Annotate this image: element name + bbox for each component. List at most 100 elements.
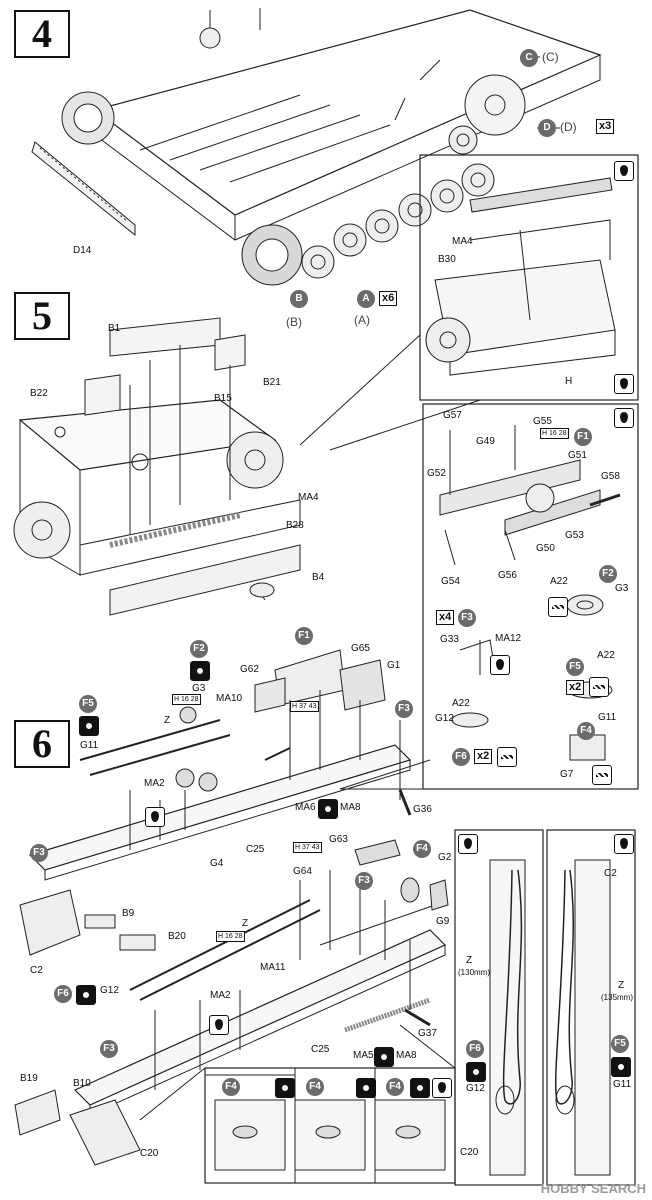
part-d: D [538,119,556,137]
cement-icon [548,597,568,617]
qty-d: x3 [596,119,615,134]
label-g3-a22: A22 [550,576,568,587]
label-g12: G12 [100,985,119,996]
step6-lower-assembly [14,839,449,1166]
label-detail-c2: C2 [604,868,617,879]
label-g4: G4 [210,858,224,869]
rotate-icon [410,1078,430,1098]
label-ma8: MA8 [396,1050,417,1061]
label-g11: G11 [598,712,617,723]
label-g55: G55 [533,416,552,427]
step6-upper-assembly [19,649,412,956]
label-d14: D14 [73,245,92,256]
part-f3: F3 [30,844,48,862]
part-b: B [290,290,308,308]
rotate-icon [275,1078,295,1098]
label-g12-a22: A22 [452,698,470,709]
step-number-4: 4 [14,10,70,58]
cement-icon [497,747,517,767]
label-detail-g11: G11 [613,1079,632,1090]
part-f5: F5 [611,1035,629,1053]
label-inset-b30: B30 [438,254,456,265]
label-c2: C2 [30,965,43,976]
label-g49: G49 [476,436,495,447]
label-g64: G64 [293,866,312,877]
paint-icon [614,374,634,394]
ref-h37-43: H 37 43 [290,701,319,712]
label-b21: B21 [263,377,281,388]
label-g2: G2 [438,852,452,863]
cement-icon [592,765,612,785]
rotate-icon [356,1078,376,1098]
part-a: A [357,290,375,308]
label-ma5: MA5 [353,1050,374,1061]
part-f4: F4 [577,722,595,740]
label-g36: G36 [413,804,432,815]
label-ma12: MA12 [495,633,522,644]
part-f4: F4 [306,1078,324,1096]
rotate-icon [79,716,99,736]
step4-chassis [31,8,602,286]
label-g1: G1 [387,660,401,671]
label-b10: B10 [73,1078,91,1089]
label-inset-h: H [565,376,573,387]
qty-g12: x2 [474,749,493,764]
label-b19: B19 [20,1073,38,1084]
part-f6: F6 [466,1040,484,1058]
part-c-alt: (C) [542,50,559,64]
watermark: HOBBY SEARCH [540,1181,646,1196]
part-f5: F5 [79,695,97,713]
part-f6: F6 [452,748,470,766]
label-detail-135mm: (135mm) [601,993,634,1002]
label-ma8: MA8 [340,802,361,813]
part-f4: F4 [386,1078,404,1096]
label-ma2: MA2 [144,778,165,789]
ref-h16-28: H 16 28 [540,428,569,439]
ref-h16-28: H 16 28 [216,931,245,942]
label-z: Z [242,918,249,929]
rotate-icon [76,985,96,1005]
step5-inset-frame [299,154,639,451]
paint-icon [614,408,634,428]
label-g37: G37 [418,1028,437,1039]
paint-icon [490,655,510,675]
label-g11-a22: A22 [597,650,615,661]
label-detail-z-left: Z [466,955,473,966]
label-detail-g12: G12 [466,1083,485,1094]
label-ma11: MA11 [260,962,286,973]
cement-icon [589,677,609,697]
label-g65: G65 [351,643,370,654]
part-f1: F1 [295,627,313,645]
label-ma6: MA6 [295,802,316,813]
label-ma4: MA4 [298,492,319,503]
label-b4: B4 [312,572,325,583]
rotate-icon [374,1047,394,1067]
label-c20: C20 [140,1148,159,1159]
label-detail-z-right: Z [618,980,625,991]
ref-h37-43: H 37 43 [293,842,322,853]
label-g56: G56 [498,570,517,581]
label-b20: B20 [168,931,186,942]
label-b9: B9 [122,908,135,919]
rotate-icon [466,1062,486,1082]
label-g50: G50 [536,543,555,554]
part-c: C [520,49,538,67]
part-f3: F3 [355,872,373,890]
label-g62: G62 [240,664,259,675]
qty-g33: x4 [436,610,455,625]
label-ma10: MA10 [216,693,243,704]
rotate-icon [318,799,338,819]
part-f1: F1 [574,428,592,446]
label-g11: G11 [80,740,99,751]
label-g51: G51 [568,450,587,461]
label-c25: C25 [311,1044,330,1055]
rotate-icon [190,661,210,681]
label-inset-ma4: MA4 [452,236,473,247]
step-number-6: 6 [14,720,70,768]
label-detail-c20: C20 [460,1147,479,1158]
label-g9: G9 [436,916,450,927]
paint-icon [614,161,634,181]
paint-icon [458,834,478,854]
